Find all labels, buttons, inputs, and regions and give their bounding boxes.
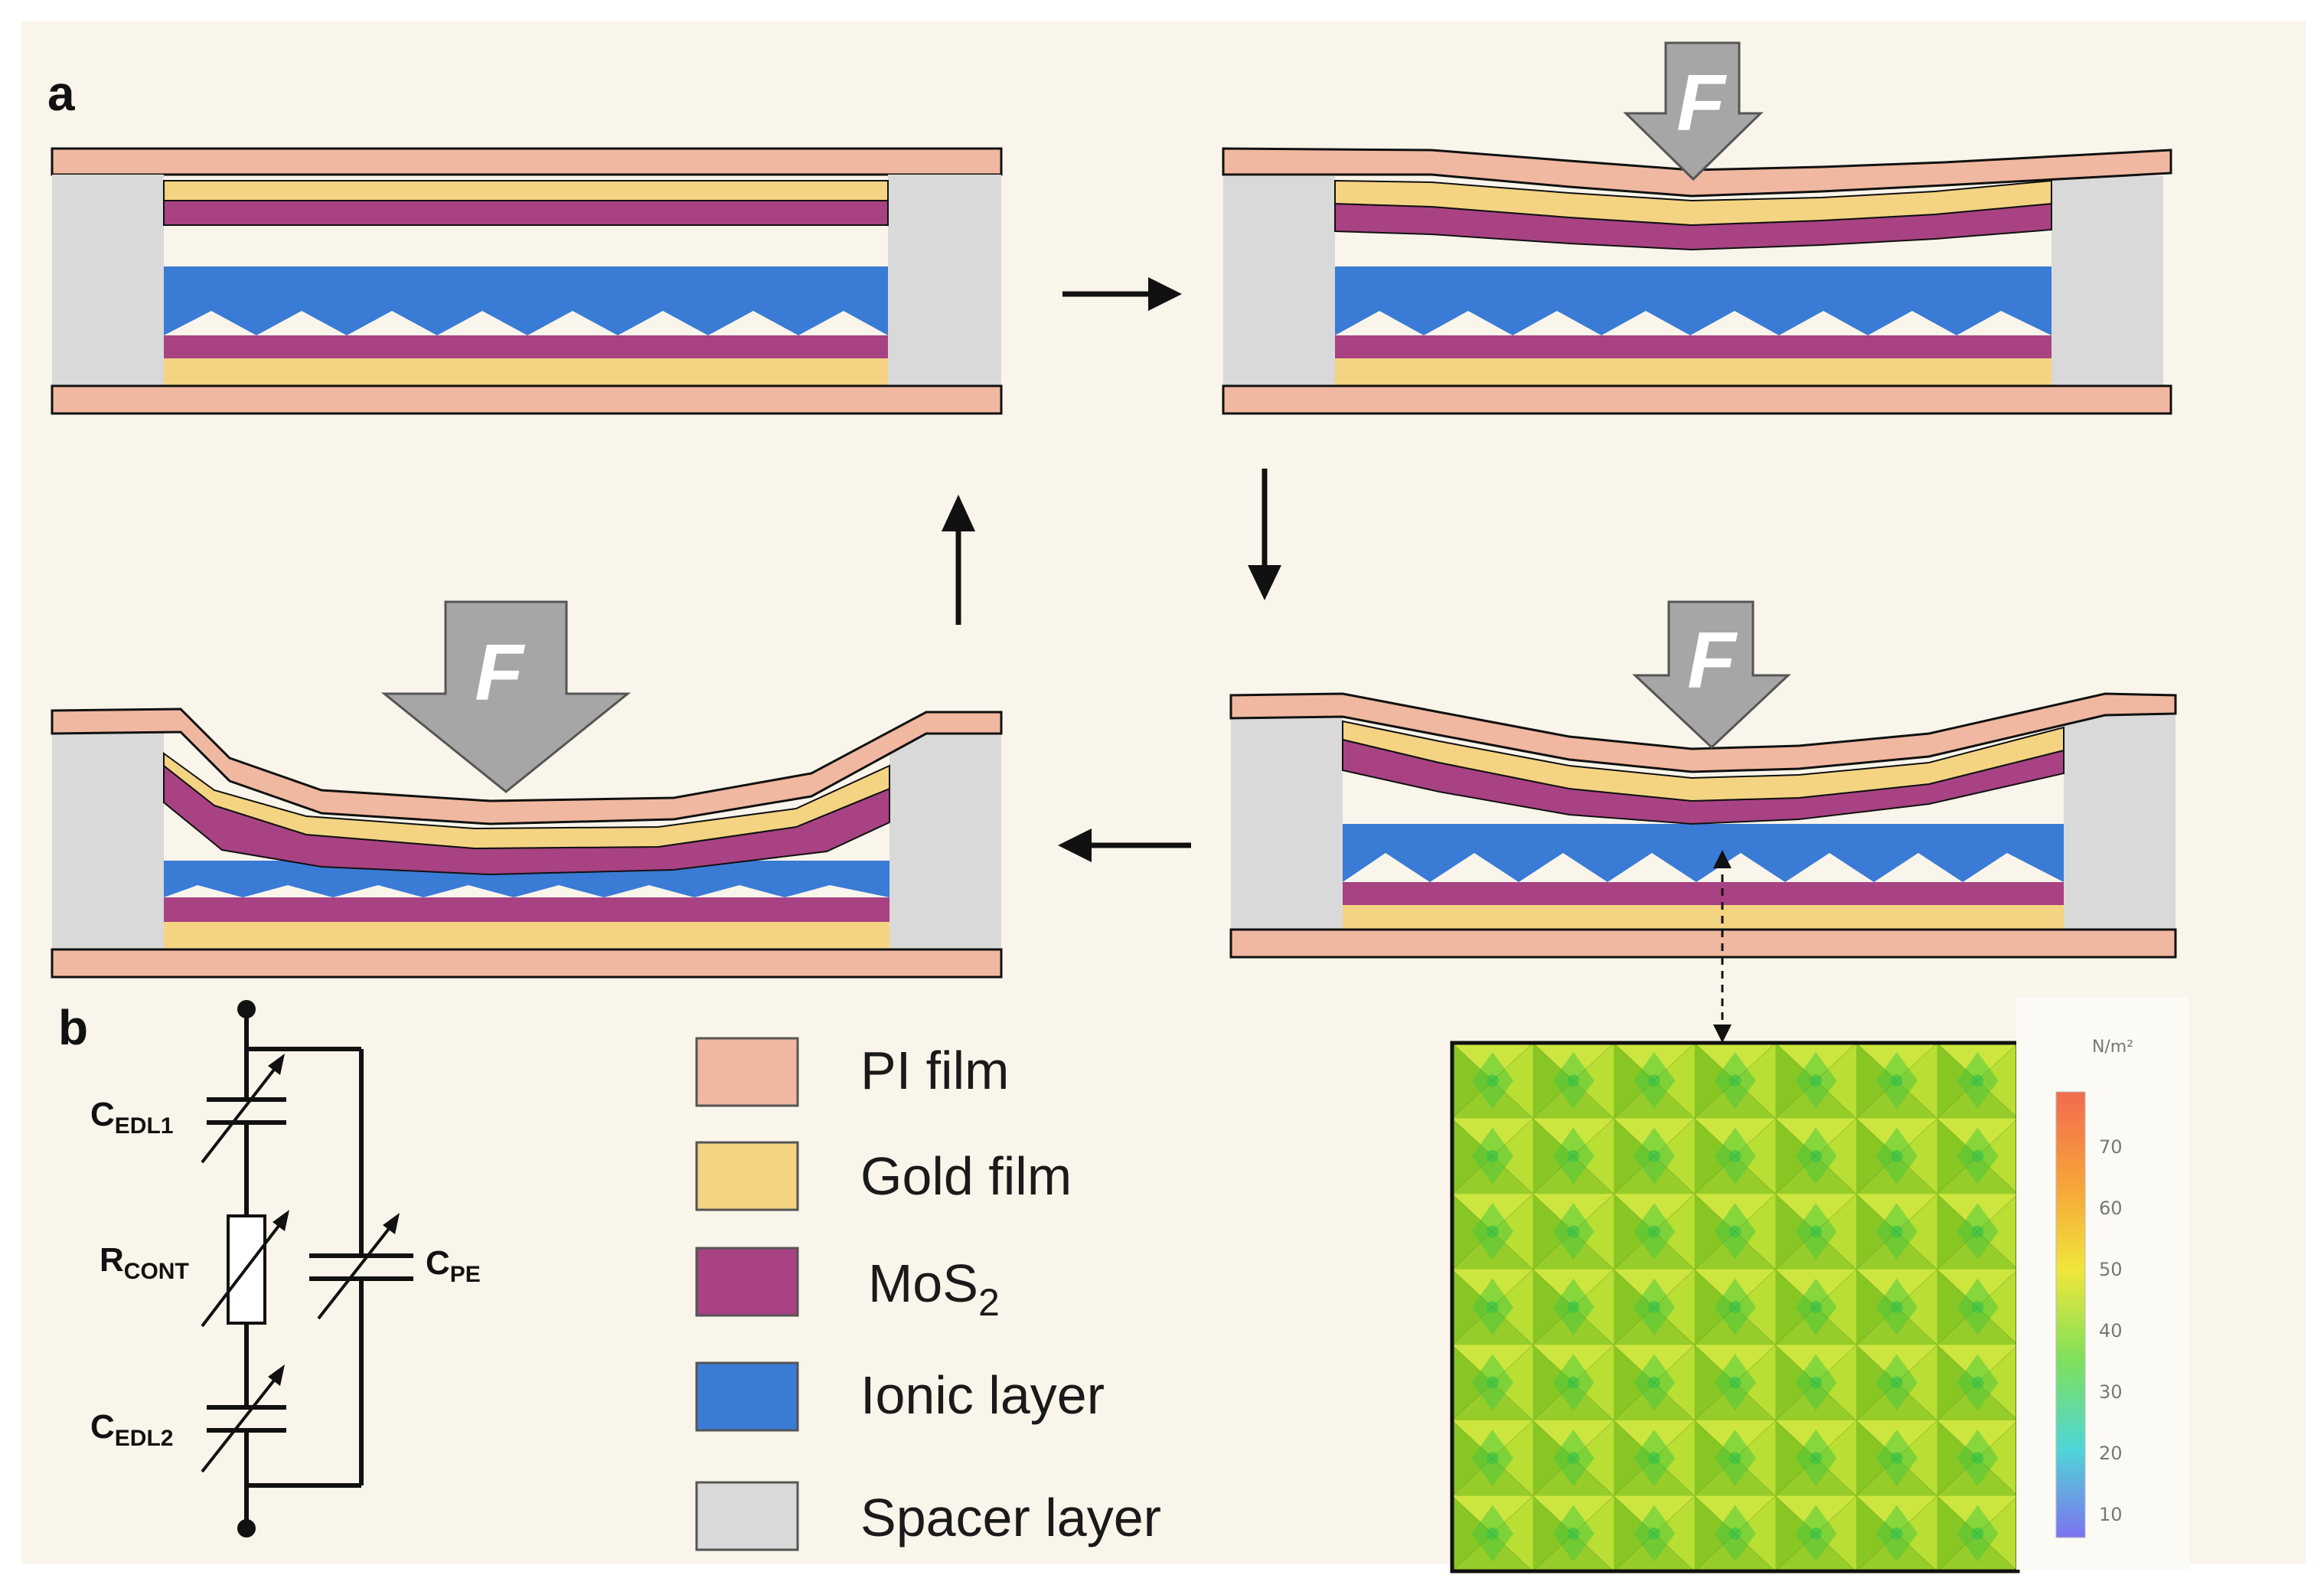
force-arrow: F	[1623, 41, 1764, 181]
ionic-layer	[164, 266, 888, 335]
arrow-right	[1062, 277, 1182, 311]
pi-film-top	[51, 147, 1003, 176]
gold-film-bottom	[164, 358, 888, 386]
colorbar-tick: 10	[2099, 1504, 2123, 1525]
equivalent-circuit	[201, 1000, 413, 1538]
label-cedl2-main: C	[90, 1408, 115, 1446]
pi-film-bottom	[51, 384, 1003, 415]
label-cedl1-sub: EDL1	[115, 1113, 174, 1139]
colorbar-tick: 50	[2099, 1259, 2123, 1280]
mos2-bottom	[164, 897, 889, 922]
panel-label-b: b	[58, 1000, 88, 1055]
ionic-layer	[1335, 266, 2051, 335]
label-rcont-sub: CONT	[124, 1259, 189, 1284]
colorbar: N/m² 70 60 50 40 30 20 10	[2016, 997, 2189, 1570]
pi-film-top	[1229, 692, 2177, 773]
cycle-arrows	[942, 277, 1281, 862]
pi-film-bottom	[1229, 928, 2177, 959]
legend-label-ionic: Ionic layer	[860, 1365, 1105, 1425]
label-cedl2: CEDL2	[90, 1408, 173, 1451]
mos2-bottom	[164, 335, 888, 358]
stage-contact: F	[1229, 600, 2177, 1043]
label-cpe: CPE	[426, 1244, 481, 1287]
legend-swatch-spacer	[695, 1481, 799, 1551]
stage-rest	[51, 147, 1003, 415]
force-label: F	[1687, 616, 1738, 705]
legend-label-mos2-sub: 2	[978, 1281, 1000, 1324]
pi-film-top	[51, 708, 1003, 825]
spacer-left	[52, 175, 164, 386]
label-cpe-sub: PE	[450, 1262, 481, 1287]
legend: PI film Gold film MoS2 Ionic layer Space…	[695, 1037, 1161, 1551]
arrow-left	[1058, 828, 1191, 862]
colorbar-unit: N/m²	[2092, 1038, 2133, 1057]
label-cpe-main: C	[426, 1244, 450, 1282]
spacer-left	[52, 732, 164, 949]
label-cedl1-main: C	[90, 1096, 115, 1133]
colorbar-tick: 60	[2099, 1198, 2123, 1219]
colorbar-tick: 40	[2099, 1320, 2123, 1342]
stress-map	[1450, 1041, 2020, 1574]
capacitor-cedl1	[201, 1054, 286, 1164]
colorbar-tick: 30	[2099, 1381, 2123, 1403]
pi-film-bottom	[1222, 384, 2172, 415]
legend-label-spacer: Spacer layer	[860, 1488, 1161, 1547]
mos2-bottom	[1343, 882, 2064, 905]
force-label: F	[1676, 59, 1727, 148]
spacer-left	[1231, 715, 1343, 930]
colorbar-tick: 20	[2099, 1443, 2123, 1464]
arrow-up	[942, 495, 975, 625]
gold-film-bottom	[1343, 905, 2064, 930]
colorbar-panel	[2016, 997, 2189, 1570]
stage-full-contact: F	[51, 600, 1003, 979]
stress-map-field	[1452, 1043, 2018, 1571]
resistor-rcont	[201, 1210, 289, 1328]
gold-film-bottom	[1335, 358, 2051, 386]
legend-swatch-mos2	[695, 1247, 799, 1317]
gold-film-top	[1342, 720, 2065, 802]
legend-swatch-gold	[695, 1141, 799, 1211]
legend-label-pi: PI film	[860, 1041, 1009, 1100]
force-arrow: F	[1632, 600, 1791, 750]
mos2-bottom	[1335, 335, 2051, 358]
gold-film-bottom	[164, 922, 889, 949]
colorbar-gradient	[2055, 1091, 2086, 1538]
colorbar-tick: 70	[2099, 1136, 2123, 1158]
force-label: F	[475, 629, 525, 717]
capacitor-cedl2	[201, 1364, 286, 1473]
stage-light-press: F	[1222, 41, 2172, 415]
capacitor-cpe	[309, 1213, 413, 1320]
zoom-link-arrow	[1713, 850, 1732, 1043]
gold-film-top	[163, 752, 890, 850]
ionic-layer	[1343, 824, 2064, 882]
panel-label-a: a	[47, 66, 75, 121]
label-rcont: RCONT	[100, 1241, 189, 1284]
legend-swatch-ionic	[695, 1361, 799, 1432]
legend-label-mos2-main: MoS	[868, 1253, 978, 1313]
spacer-right	[2051, 176, 2163, 386]
spacer-right	[888, 175, 1001, 386]
spacer-left	[1223, 176, 1335, 386]
legend-label-mos2: MoS2	[868, 1253, 1000, 1324]
pi-film-bottom	[51, 948, 1003, 979]
legend-label-gold: Gold film	[860, 1146, 1072, 1206]
mos2-top	[163, 200, 889, 226]
legend-swatch-pi	[695, 1037, 799, 1107]
force-arrow: F	[380, 600, 632, 793]
label-cedl2-sub: EDL2	[115, 1426, 174, 1451]
spacer-right	[889, 732, 1001, 949]
label-cedl1: CEDL1	[90, 1096, 173, 1139]
label-rcont-main: R	[100, 1241, 124, 1279]
spacer-right	[2064, 715, 2175, 930]
gold-film-top	[163, 180, 889, 201]
arrow-down	[1248, 469, 1281, 600]
gold-film-top	[1334, 179, 2052, 227]
